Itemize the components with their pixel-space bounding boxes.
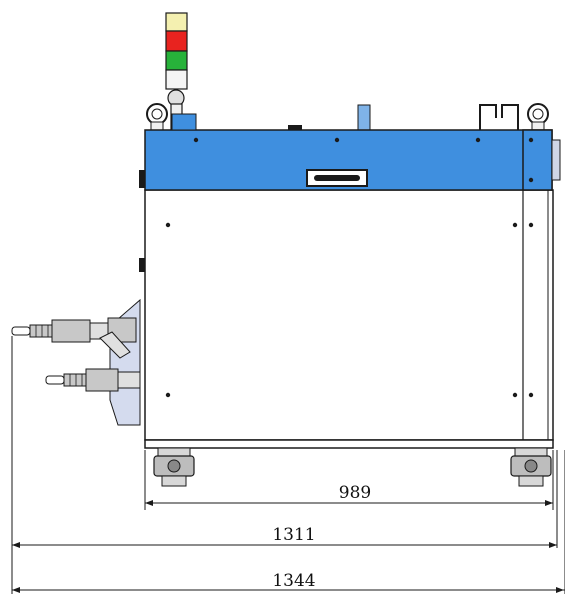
cabinet-body — [144, 189, 554, 441]
signal-tower-light — [165, 12, 188, 131]
base-frame — [144, 439, 554, 449]
dimension-label-1311: 1311 — [272, 525, 315, 545]
dimension-label-989: 989 — [339, 483, 371, 503]
dimension-label-1344: 1344 — [272, 571, 315, 591]
lower-water-connector — [45, 368, 141, 392]
caster-left — [153, 447, 195, 487]
signal-light-green — [165, 50, 188, 71]
lifting-eye-right — [527, 103, 549, 131]
signal-light-red — [165, 30, 188, 52]
upper-water-connector — [11, 317, 137, 359]
dimension-arrows — [12, 500, 564, 593]
signal-light-yellow — [165, 12, 188, 32]
panel-screws — [193, 137, 534, 183]
body-screws — [165, 222, 534, 398]
lifting-eye-left — [146, 103, 168, 131]
dimension-lines — [11, 336, 565, 594]
top-connector — [357, 104, 371, 131]
signal-light-white — [165, 69, 188, 90]
caster-right — [510, 447, 552, 487]
top-handle — [479, 104, 519, 130]
